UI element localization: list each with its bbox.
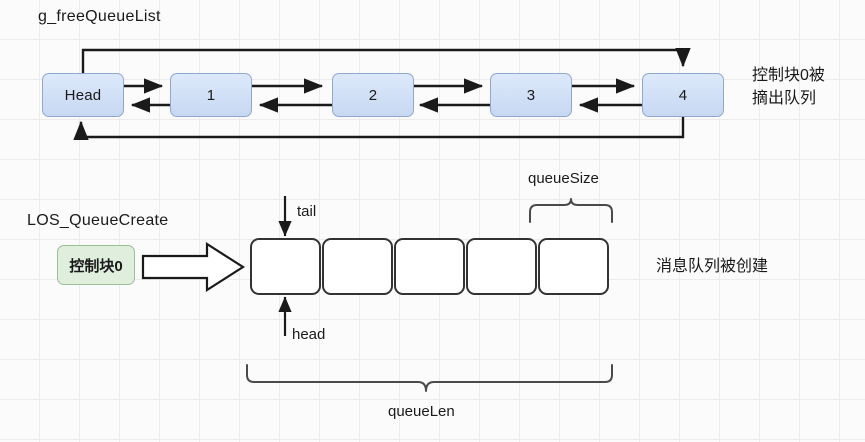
control-block-0-label: 控制块0 xyxy=(69,257,123,275)
queue-cell-4[interactable] xyxy=(538,238,609,295)
free-list-node-3[interactable]: 3 xyxy=(490,73,572,117)
free-list-node-3-label: 3 xyxy=(526,86,536,104)
free-list-node-head[interactable]: Head xyxy=(42,73,124,117)
page-title-free-queue-list: g_freeQueueList xyxy=(38,8,161,25)
queue-cell-2[interactable] xyxy=(394,238,465,295)
label-los-queue-create: LOS_QueueCreate xyxy=(27,212,169,229)
queue-cell-0[interactable] xyxy=(250,238,321,295)
free-list-node-4-label: 4 xyxy=(678,86,688,104)
queue-cell-3[interactable] xyxy=(466,238,537,295)
control-block-0[interactable]: 控制块0 xyxy=(57,245,135,285)
free-list-node-4[interactable]: 4 xyxy=(642,73,724,117)
note-control-block-removed: 控制块0被 摘出队列 xyxy=(752,64,825,110)
block-arrow-create xyxy=(141,241,246,293)
free-list-node-1-label: 1 xyxy=(206,86,216,104)
free-list-node-2[interactable]: 2 xyxy=(332,73,414,117)
brace-queue-size xyxy=(529,198,613,223)
arrow-head-to-4-wrap xyxy=(81,48,691,73)
arrow-4-to-head-wrap xyxy=(73,117,685,140)
note-message-queue-created: 消息队列被创建 xyxy=(656,258,769,275)
label-queue-len: queueLen xyxy=(388,403,455,420)
label-queue-size: queueSize xyxy=(528,170,599,187)
free-list-node-head-label: Head xyxy=(64,86,102,104)
free-list-node-2-label: 2 xyxy=(368,86,378,104)
note-control-block-removed-line1: 控制块0被 xyxy=(752,67,825,84)
note-control-block-removed-line2: 摘出队列 xyxy=(752,90,817,108)
label-tail: tail xyxy=(297,203,317,220)
queue-cell-1[interactable] xyxy=(322,238,393,295)
brace-queue-len xyxy=(246,364,613,392)
label-head: head xyxy=(292,326,326,343)
free-list-node-1[interactable]: 1 xyxy=(170,73,252,117)
